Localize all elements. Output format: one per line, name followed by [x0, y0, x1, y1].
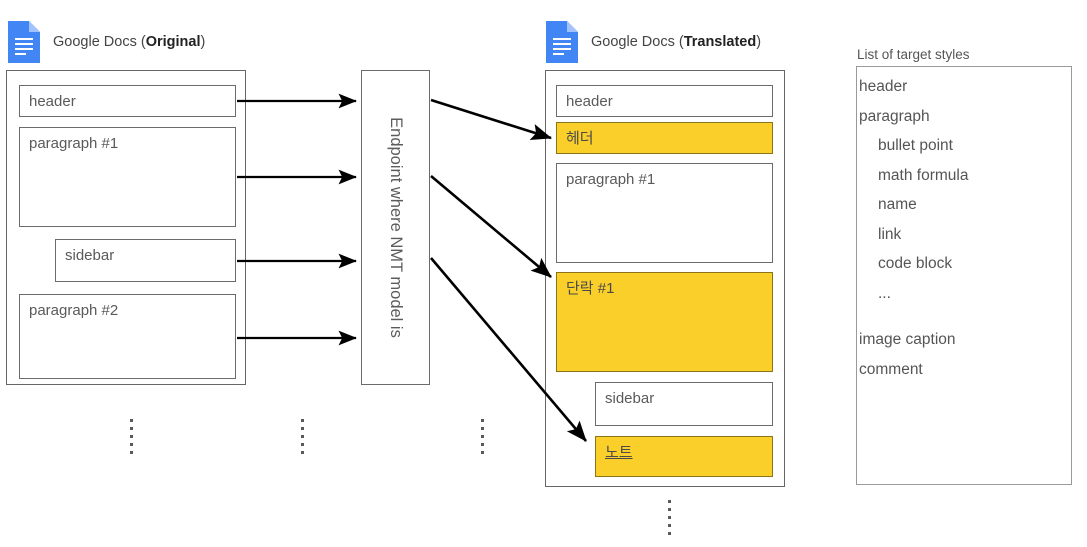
google-docs-icon-translated [546, 21, 578, 63]
translated-block-paragraph-1-text: paragraph #1 [566, 171, 656, 188]
original-block-header-text: header [29, 93, 76, 110]
original-doc-label: Google Docs (Original) [53, 35, 205, 50]
original-doc-label-strong: Original [145, 33, 201, 50]
style-item-math-formula[interactable]: math formula [878, 166, 969, 184]
style-item-paragraph[interactable]: paragraph [859, 107, 930, 125]
original-block-paragraph-2[interactable]: paragraph #2 [19, 294, 236, 379]
translated-block-paragraph-1[interactable]: paragraph #1 [556, 163, 773, 263]
original-doc-header: Google Docs (Original) [8, 21, 205, 63]
style-item-comment[interactable]: comment [859, 360, 923, 378]
target-styles-panel: header paragraph bullet point math formu… [856, 66, 1072, 485]
nmt-endpoint-box[interactable]: Endpoint where NMT model is [361, 70, 430, 385]
style-item-bullet-point[interactable]: bullet point [878, 137, 953, 154]
translated-block-paragraph-1-korean-text: 단락 #1 [566, 280, 615, 297]
style-item-image-caption[interactable]: image caption [859, 331, 956, 348]
translated-block-note-korean[interactable]: 노트 [595, 436, 773, 477]
arrow-endpoint-to-header-korean [430, 98, 552, 140]
style-item-code-block[interactable]: code block [878, 255, 953, 272]
ellipsis-original-doc [130, 419, 133, 454]
translated-block-header-korean-text: 헤더 [566, 130, 594, 147]
original-block-header[interactable]: header [19, 85, 236, 117]
arrow-endpoint-to-paragraph-korean [430, 175, 552, 278]
ellipsis-original-arrows [301, 419, 304, 454]
original-block-sidebar-text: sidebar [65, 247, 115, 264]
ellipsis-endpoint-arrows [481, 419, 484, 454]
original-block-paragraph-1[interactable]: paragraph #1 [19, 127, 236, 227]
original-block-paragraph-1-text: paragraph #1 [29, 135, 119, 152]
translated-block-paragraph-1-korean[interactable]: 단락 #1 [556, 272, 773, 372]
translated-doc-label-suffix: ) [756, 33, 762, 50]
original-doc-label-suffix: ) [200, 33, 206, 50]
nmt-endpoint-label: Endpoint where NMT model is [387, 117, 405, 338]
translated-block-note-korean-text: 노트 [605, 444, 633, 461]
translated-doc-label: Google Docs (Translated) [591, 35, 761, 50]
translated-doc-header: Google Docs (Translated) [546, 21, 761, 63]
target-styles-caption: List of target styles [857, 47, 970, 62]
translated-block-header[interactable]: header [556, 85, 773, 117]
original-block-sidebar[interactable]: sidebar [55, 239, 236, 282]
translated-doc-label-strong: Translated [683, 33, 757, 50]
original-doc-label-prefix: Google Docs ( [53, 33, 146, 50]
style-item-name[interactable]: name [878, 196, 917, 213]
google-docs-icon-original [8, 21, 40, 63]
translated-block-header-text: header [566, 93, 613, 110]
translated-block-header-korean[interactable]: 헤더 [556, 122, 773, 154]
style-item-ellipsis: ... [878, 284, 891, 302]
style-item-link[interactable]: link [878, 225, 902, 243]
style-item-header[interactable]: header [859, 78, 908, 95]
translated-doc-label-prefix: Google Docs ( [591, 33, 684, 50]
ellipsis-translated-doc [668, 500, 671, 535]
translated-block-sidebar[interactable]: sidebar [595, 382, 773, 426]
original-block-paragraph-2-text: paragraph #2 [29, 302, 119, 319]
translated-block-sidebar-text: sidebar [605, 390, 655, 407]
